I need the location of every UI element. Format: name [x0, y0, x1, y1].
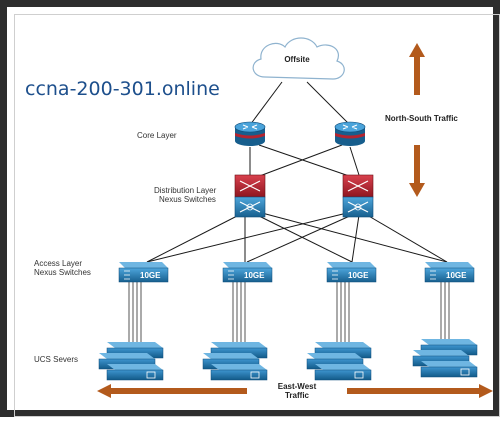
- distribution-switch-left: [234, 174, 266, 218]
- link-core2-dist2: [349, 146, 360, 176]
- core-layer-label: Core Layer: [137, 131, 177, 140]
- arrow-left-icon: [97, 384, 247, 398]
- switch-badge: 10GE: [348, 271, 369, 280]
- link-dist2-acc1: [146, 212, 348, 263]
- link-dist1-acc1: [146, 214, 240, 263]
- core-router-right: [334, 121, 366, 146]
- link-dist2-acc2: [246, 214, 353, 263]
- access-switch-4: 10GE: [424, 262, 475, 283]
- access-switch-3: 10GE: [326, 262, 377, 283]
- distribution-layer-label: Distribution Layer: [154, 186, 217, 195]
- link-dist1-acc4: [261, 212, 448, 263]
- east-west-label-line2: Traffic: [285, 391, 310, 400]
- arrow-up-icon: [409, 43, 425, 95]
- north-south-arrows: [409, 43, 425, 197]
- server-uplinks: [128, 282, 450, 342]
- ucs-server-stack-1: [98, 342, 164, 381]
- core-router-left: [234, 121, 266, 146]
- link-dist2-acc3: [351, 214, 360, 263]
- distribution-switches-label: Nexus Switches: [159, 195, 216, 204]
- arrow-right-icon: [347, 384, 493, 398]
- link-core2-dist1: [256, 144, 343, 178]
- link-dist2-acc4: [366, 214, 448, 263]
- offsite-cloud: Offsite: [252, 37, 345, 80]
- distribution-switch-right: [342, 174, 374, 218]
- network-diagram: Offsite ccna-200-301.online: [25, 37, 493, 400]
- north-south-label: North-South Traffic: [385, 114, 458, 123]
- arrow-down-icon: [409, 145, 425, 197]
- link-offsite-core-right: [306, 81, 351, 126]
- switch-badge: 10GE: [140, 271, 161, 280]
- switch-badge: 10GE: [244, 271, 265, 280]
- access-switch-2: 10GE: [222, 262, 273, 283]
- offsite-label: Offsite: [284, 55, 310, 64]
- watermark-text: ccna-200-301.online: [25, 78, 220, 100]
- link-core1-dist2: [258, 144, 353, 178]
- east-west-arrows: [97, 384, 493, 398]
- ucs-server-stack-3: [306, 342, 372, 381]
- links: [146, 81, 448, 263]
- ucs-servers-label: UCS Severs: [34, 355, 78, 364]
- east-west-label-line1: East-West: [278, 382, 317, 391]
- access-switch-1: 10GE: [118, 262, 169, 283]
- link-dist1-acc3: [256, 214, 353, 263]
- access-switches-label: Nexus Switches: [34, 268, 91, 277]
- ucs-server-stack-2: [202, 342, 268, 381]
- ucs-server-stack-4: [412, 339, 478, 378]
- switch-badge: 10GE: [446, 271, 467, 280]
- link-offsite-core-left: [249, 81, 283, 126]
- access-layer-label: Access Layer: [34, 259, 82, 268]
